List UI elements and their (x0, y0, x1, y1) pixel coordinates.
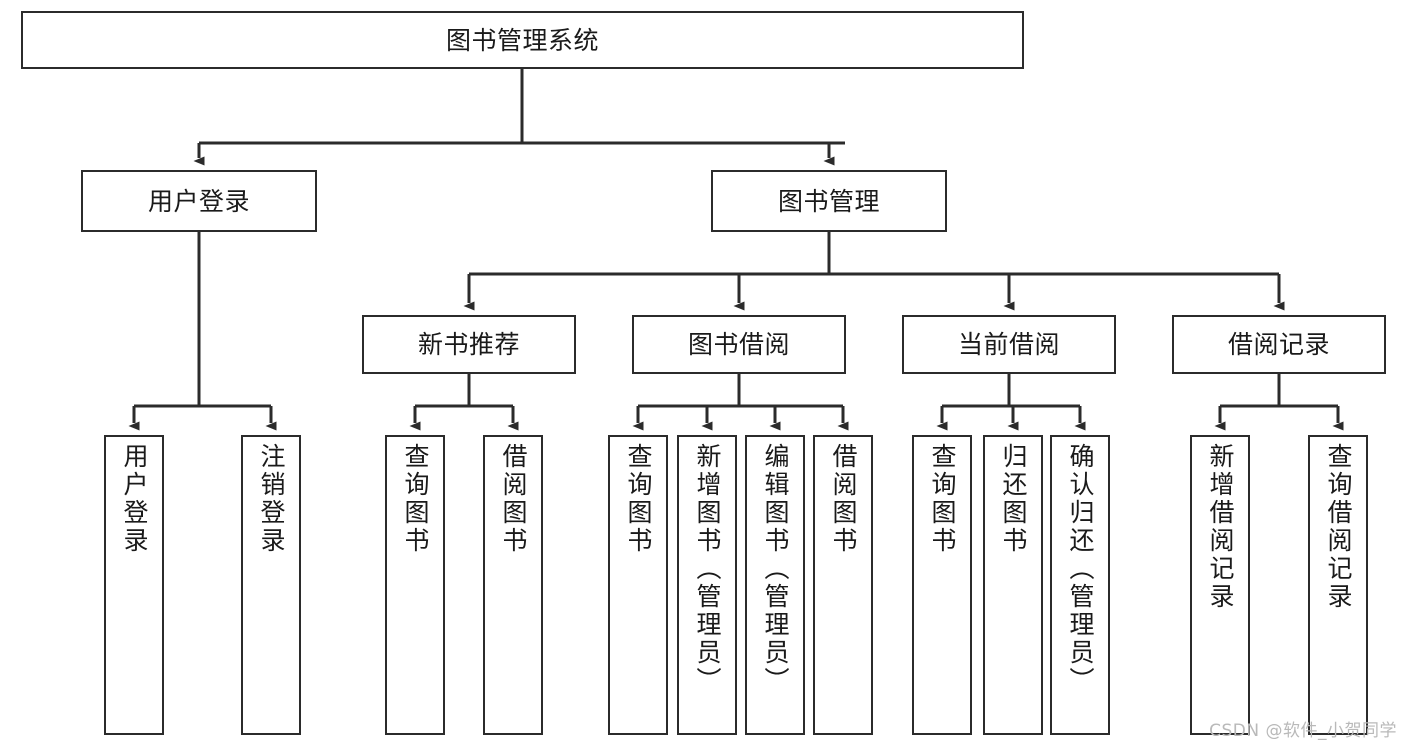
node-bb-edit-book[interactable]: 编辑图书（管理员） (745, 435, 805, 735)
node-book-borrow-label: 图书借阅 (687, 330, 790, 359)
csdn-watermark: CSDN @软件_小贺同学 (1209, 721, 1397, 741)
node-bb-add-book[interactable]: 新增图书（管理员） (677, 435, 737, 735)
node-user-login-label: 用户登录 (147, 186, 250, 216)
node-current-borrow[interactable]: 当前借阅 (902, 315, 1116, 374)
node-user-login[interactable]: 用户登录 (81, 170, 317, 232)
node-user-login-do[interactable]: 用户登录 (104, 435, 164, 735)
node-book-borrow[interactable]: 图书借阅 (632, 315, 846, 374)
node-br-add-record[interactable]: 新增借阅记录 (1190, 435, 1250, 735)
node-borrow-record[interactable]: 借阅记录 (1172, 315, 1386, 374)
node-bb-query-book[interactable]: 查询图书 (608, 435, 668, 735)
node-book-manage-label: 图书管理 (777, 186, 880, 216)
node-user-logout-label: 注销登录 (257, 443, 286, 555)
node-user-logout[interactable]: 注销登录 (241, 435, 301, 735)
node-new-book-recommend-label: 新书推荐 (417, 330, 520, 359)
node-new-book-recommend[interactable]: 新书推荐 (362, 315, 576, 374)
node-nb-query-book-label: 查询图书 (401, 443, 430, 555)
node-root[interactable]: 图书管理系统 (21, 11, 1024, 69)
node-nb-borrow-book[interactable]: 借阅图书 (483, 435, 543, 735)
node-bb-borrow-book[interactable]: 借阅图书 (813, 435, 873, 735)
node-cb-return-book[interactable]: 归还图书 (983, 435, 1043, 735)
node-book-manage[interactable]: 图书管理 (711, 170, 947, 232)
node-bb-add-book-label: 新增图书（管理员） (693, 443, 722, 695)
node-bb-borrow-book-label: 借阅图书 (829, 443, 858, 555)
node-root-label: 图书管理系统 (445, 25, 599, 55)
node-br-add-record-label: 新增借阅记录 (1206, 443, 1235, 611)
node-bb-query-book-label: 查询图书 (624, 443, 653, 555)
node-cb-confirm-return-label: 确认归还（管理员） (1066, 443, 1095, 695)
node-nb-query-book[interactable]: 查询图书 (385, 435, 445, 735)
node-br-query-record[interactable]: 查询借阅记录 (1308, 435, 1368, 735)
node-borrow-record-label: 借阅记录 (1227, 330, 1330, 359)
node-user-login-do-label: 用户登录 (120, 443, 149, 555)
node-cb-query-book[interactable]: 查询图书 (912, 435, 972, 735)
node-cb-confirm-return[interactable]: 确认归还（管理员） (1050, 435, 1110, 735)
node-bb-edit-book-label: 编辑图书（管理员） (761, 443, 790, 695)
node-br-query-record-label: 查询借阅记录 (1324, 443, 1353, 611)
node-current-borrow-label: 当前借阅 (957, 330, 1060, 359)
node-nb-borrow-book-label: 借阅图书 (499, 443, 528, 555)
node-cb-query-book-label: 查询图书 (928, 443, 957, 555)
node-cb-return-book-label: 归还图书 (999, 443, 1028, 555)
